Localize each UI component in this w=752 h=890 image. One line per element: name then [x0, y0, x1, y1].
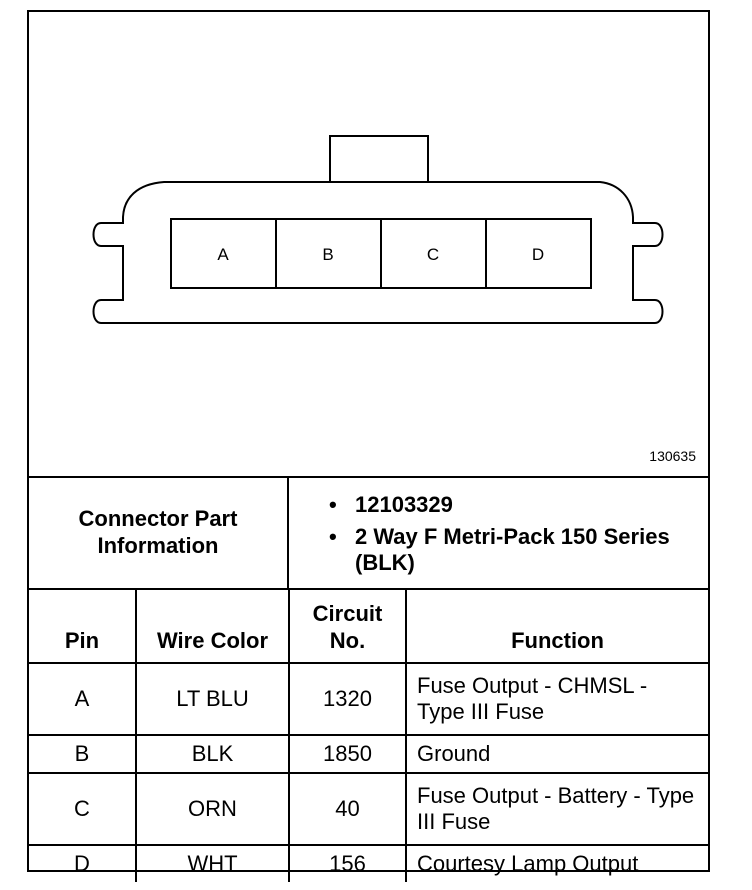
- circuit-cell: 156: [288, 844, 407, 882]
- connector-document: A B C D 130635 Connector Part Informatio…: [27, 10, 710, 882]
- cavity-label: D: [532, 245, 544, 264]
- header-wire-color: Wire Color: [135, 588, 290, 664]
- circuit-cell: 1320: [288, 662, 407, 736]
- wire-color-cell: ORN: [135, 772, 290, 846]
- function-cell: Fuse Output - CHMSL - Type III Fuse: [405, 662, 708, 736]
- connector-series-item: • 2 Way F Metri-Pack 150 Series (BLK): [329, 524, 670, 575]
- connector-face-drawing: A B C D: [92, 135, 664, 324]
- function-cell: Ground: [405, 734, 708, 774]
- part-info-values: • 12103329 • 2 Way F Metri-Pack 150 Seri…: [329, 492, 699, 582]
- function-cell: Courtesy Lamp Output: [405, 844, 708, 882]
- header-pin: Pin: [29, 588, 137, 664]
- pinout-table: Pin Wire Color Circuit No. Function A LT…: [29, 588, 708, 882]
- bullet-icon: •: [329, 492, 337, 517]
- wire-color-cell: WHT: [135, 844, 290, 882]
- cavity-label: A: [217, 245, 229, 264]
- connector-latch: [329, 135, 429, 183]
- part-info-label: Connector Part Information: [29, 476, 289, 588]
- table-row: D WHT 156 Courtesy Lamp Output: [29, 844, 708, 882]
- figure-id: 130635: [649, 448, 696, 464]
- cavity-d: [485, 218, 592, 289]
- table-header-row: Pin Wire Color Circuit No. Function: [29, 588, 708, 664]
- connector-part-info: Connector Part Information • 12103329 • …: [29, 476, 708, 590]
- bullet-icon: •: [329, 524, 337, 549]
- pin-cell: B: [29, 734, 137, 774]
- header-function: Function: [405, 588, 708, 664]
- wire-color-cell: LT BLU: [135, 662, 290, 736]
- header-circuit: Circuit No.: [288, 588, 407, 664]
- pin-cell: A: [29, 662, 137, 736]
- connector-housing: [92, 181, 664, 324]
- cavity-label: B: [322, 245, 333, 264]
- table-row: A LT BLU 1320 Fuse Output - CHMSL - Type…: [29, 662, 708, 736]
- pin-cell: C: [29, 772, 137, 846]
- circuit-cell: 40: [288, 772, 407, 846]
- table-row: B BLK 1850 Ground: [29, 734, 708, 774]
- function-cell: Fuse Output - Battery - Type III Fuse: [405, 772, 708, 846]
- cavity-label: C: [427, 245, 439, 264]
- table-row: C ORN 40 Fuse Output - Battery - Type II…: [29, 772, 708, 846]
- circuit-cell: 1850: [288, 734, 407, 774]
- part-number-item: • 12103329: [329, 492, 453, 517]
- pin-cell: D: [29, 844, 137, 882]
- wire-color-cell: BLK: [135, 734, 290, 774]
- connector-figure: A B C D 130635: [29, 12, 708, 478]
